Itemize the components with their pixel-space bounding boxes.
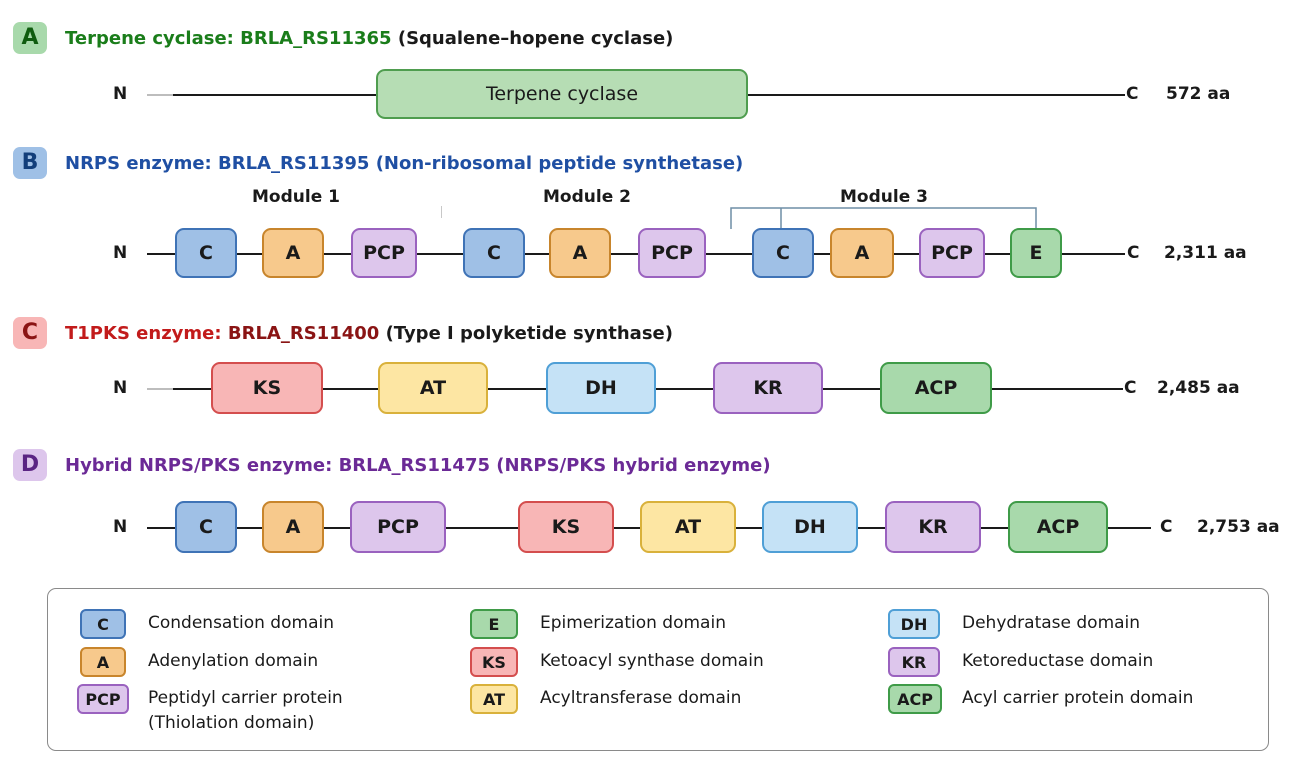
panel-d-domain-at: AT (640, 501, 736, 553)
panel-a-title-main: Terpene cyclase: BRLA_RS11365 (65, 28, 392, 49)
panel-d-domain-pcp: PCP (350, 501, 446, 553)
panel-c-n-terminus: N (113, 378, 128, 398)
panel-d-domain-dh: DH (762, 501, 858, 553)
panel-d-domain-kr: KR (885, 501, 981, 553)
panel-b-domain-pcp-2: PCP (638, 228, 706, 278)
legend-label-dh: Dehydratase domain (962, 613, 1141, 633)
panel-c-title: T1PKS enzyme: BRLA_RS11400 (Type I polyk… (65, 322, 673, 346)
panel-a-n-terminus: N (113, 84, 128, 104)
panel-d-tag: D (13, 449, 47, 481)
panel-c-domain-acp: ACP (880, 362, 992, 414)
panel-c-domain-at: AT (378, 362, 488, 414)
legend-swatch-a: A (80, 647, 126, 677)
legend-swatch-acp: ACP (888, 684, 942, 714)
legend-swatch-e: E (470, 609, 518, 639)
panel-d-title: Hybrid NRPS/PKS enzyme: BRLA_RS11475 (NR… (65, 455, 771, 476)
panel-a-domain-terpene-cyclase: Terpene cyclase (376, 69, 748, 119)
panel-a-tag: A (13, 22, 47, 54)
legend-label-pcp: Peptidyl carrier protein (148, 688, 343, 708)
legend-swatch-at: AT (470, 684, 518, 714)
panel-b-title: NRPS enzyme: BRLA_RS11395 (Non-ribosomal… (65, 153, 744, 174)
panel-c-backbone-stub (147, 388, 173, 390)
legend-label-e: Epimerization domain (540, 613, 726, 633)
panel-b-backbone (147, 253, 1125, 255)
legend-swatch-kr: KR (888, 647, 940, 677)
panel-d-domain-ks: KS (518, 501, 614, 553)
panel-c-title-sub: (Type I polyketide synthase) (385, 323, 673, 344)
panel-b-domain-a-3: A (830, 228, 894, 278)
legend-label-kr: Ketoreductase domain (962, 651, 1154, 671)
legend-label-pcp-line2: (Thiolation domain) (148, 713, 315, 733)
legend-box (47, 588, 1269, 751)
legend-label-ks: Ketoacyl synthase domain (540, 651, 764, 671)
panel-b-domain-a-1: A (262, 228, 324, 278)
legend-label-c: Condensation domain (148, 613, 334, 633)
legend-label-a: Adenylation domain (148, 651, 319, 671)
panel-c-length: 2,485 aa (1157, 378, 1240, 398)
panel-b-tag: B (13, 147, 47, 179)
panel-d-c-terminus: C (1160, 517, 1173, 537)
panel-a-backbone-stub (147, 94, 173, 96)
panel-c-domain-dh: DH (546, 362, 656, 414)
panel-d-domain-c: C (175, 501, 237, 553)
panel-a-title-sub: (Squalene–hopene cyclase) (397, 28, 674, 49)
panel-b-domain-pcp-3: PCP (919, 228, 985, 278)
panel-d-length: 2,753 aa (1197, 517, 1280, 537)
module-2-label: Module 2 (543, 187, 631, 207)
legend-swatch-pcp: PCP (77, 684, 129, 714)
panel-c-domain-kr: KR (713, 362, 823, 414)
panel-d-domain-a: A (262, 501, 324, 553)
legend-label-acp: Acyl carrier protein domain (962, 688, 1194, 708)
legend-swatch-c: C (80, 609, 126, 639)
panel-b-domain-c-1: C (175, 228, 237, 278)
panel-b-domain-a-2: A (549, 228, 611, 278)
module-1-label: Module 1 (252, 187, 340, 207)
panel-b-domain-e: E (1010, 228, 1062, 278)
panel-a-title: Terpene cyclase: BRLA_RS11365 (Squalene–… (65, 27, 673, 51)
panel-b-domain-c-3: C (752, 228, 814, 278)
module-3-label: Module 3 (840, 187, 928, 207)
legend-swatch-dh: DH (888, 609, 940, 639)
legend-label-at: Acyltransferase domain (540, 688, 742, 708)
panel-b-length: 2,311 aa (1164, 243, 1247, 263)
panel-b-domain-c-2: C (463, 228, 525, 278)
module-separator (441, 206, 442, 218)
panel-b-n-terminus: N (113, 243, 128, 263)
panel-a-length: 572 aa (1166, 84, 1231, 104)
panel-a-c-terminus: C (1126, 84, 1139, 104)
panel-c-tag: C (13, 317, 47, 349)
panel-d-n-terminus: N (113, 517, 128, 537)
module-3-bracket (730, 207, 1037, 229)
panel-b-c-terminus: C (1127, 243, 1140, 263)
panel-b-domain-pcp-1: PCP (351, 228, 417, 278)
panel-c-title-id: BRLA_RS11400 (227, 323, 380, 344)
panel-c-c-terminus: C (1124, 378, 1137, 398)
legend-swatch-ks: KS (470, 647, 518, 677)
panel-c-title-main: T1PKS enzyme: (65, 323, 222, 344)
panel-d-domain-acp: ACP (1008, 501, 1108, 553)
panel-c-domain-ks: KS (211, 362, 323, 414)
